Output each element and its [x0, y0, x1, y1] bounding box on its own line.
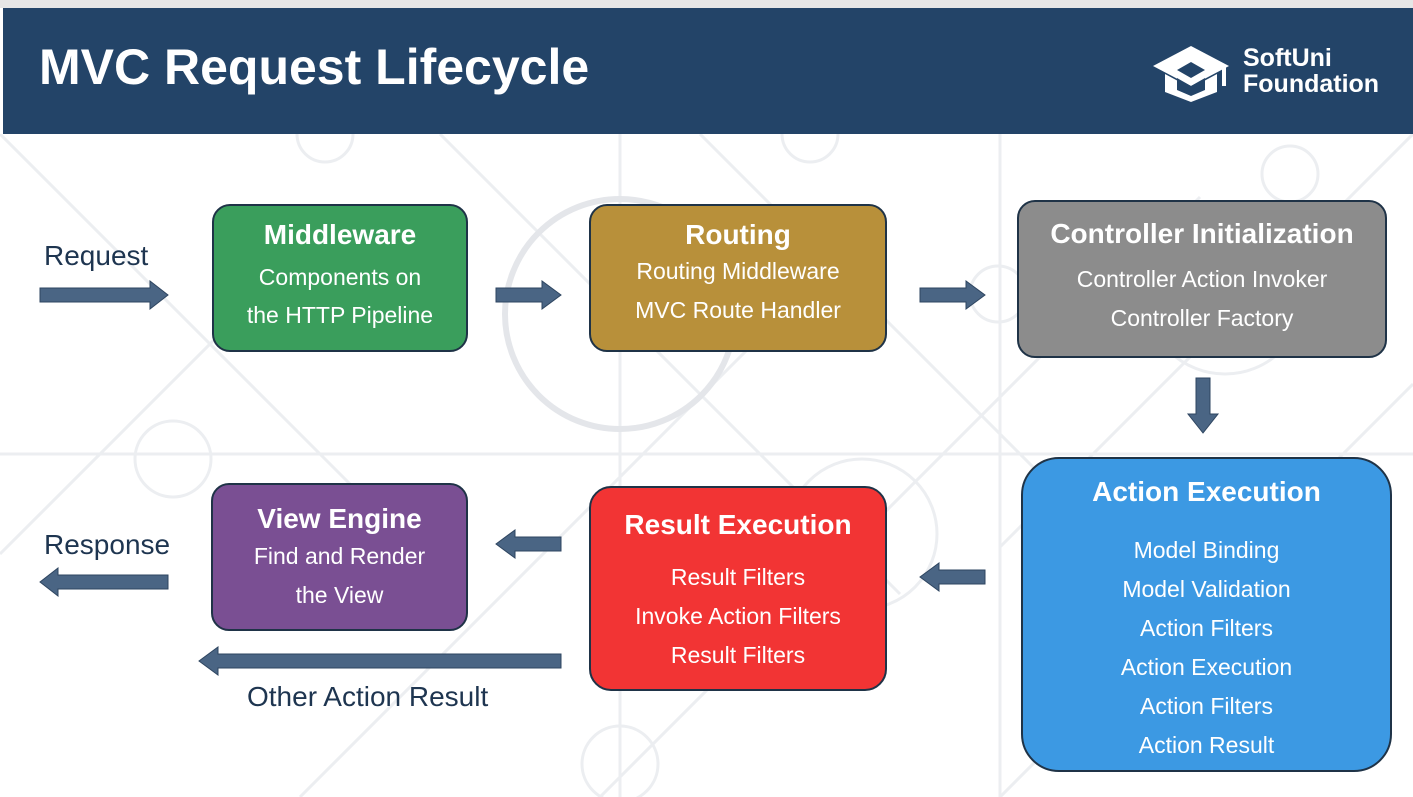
action-line: Model Validation: [1122, 576, 1291, 602]
view-engine-box: View Engine Find and Render the View: [211, 483, 468, 631]
action-line: Action Execution: [1120, 654, 1293, 680]
header-bar: MVC Request Lifecycle SoftUni Foundation: [3, 8, 1413, 134]
routing-line: Routing Middleware: [636, 258, 840, 284]
arrow-result-to-view: [495, 529, 562, 559]
action-line: Model Binding: [1133, 537, 1280, 563]
logo-text-line1: SoftUni: [1243, 44, 1332, 72]
result-line: Result Filters: [670, 642, 806, 668]
action-execution-box: Action Execution Model Binding Model Val…: [1021, 457, 1392, 772]
controller-title: Controller Initialization: [1050, 218, 1354, 249]
result-title: Result Execution: [624, 509, 852, 540]
action-title: Action Execution: [1092, 476, 1321, 507]
action-line: Action Filters: [1140, 693, 1273, 719]
controller-line: Controller Factory: [1110, 305, 1294, 331]
arrow-request-in: [39, 279, 169, 311]
arrow-routing-to-controller: [919, 280, 986, 310]
view-title: View Engine: [257, 503, 422, 534]
arrow-response-out: [39, 566, 169, 598]
other-action-result-label: Other Action Result: [247, 681, 489, 712]
page-title: MVC Request Lifecycle: [39, 39, 590, 95]
softuni-logo: SoftUni Foundation: [1149, 38, 1409, 108]
controller-initialization-box: Controller Initialization Controller Act…: [1017, 200, 1387, 358]
arrow-controller-to-action: [1186, 377, 1220, 434]
view-line: the View: [295, 582, 384, 608]
top-border: [0, 0, 1413, 8]
logo-text-line2: Foundation: [1243, 70, 1380, 98]
routing-line: MVC Route Handler: [635, 297, 841, 323]
response-label: Response: [44, 529, 171, 560]
result-execution-box: Result Execution Result Filters Invoke A…: [589, 486, 887, 691]
action-line: Action Filters: [1140, 615, 1273, 641]
arrow-middleware-to-routing: [495, 280, 562, 310]
view-line: Find and Render: [253, 543, 426, 569]
arrow-other-action-result: [198, 646, 562, 676]
routing-box: Routing Routing Middleware MVC Route Han…: [589, 204, 887, 352]
result-line: Result Filters: [670, 564, 806, 590]
routing-title: Routing: [685, 219, 791, 250]
arrow-action-to-result: [919, 562, 986, 592]
middleware-title: Middleware: [263, 219, 417, 250]
controller-line: Controller Action Invoker: [1076, 266, 1328, 292]
request-label: Request: [44, 240, 149, 271]
middleware-box: Middleware Components on the HTTP Pipeli…: [212, 204, 468, 352]
middleware-line: the HTTP Pipeline: [246, 302, 434, 328]
middleware-line: Components on: [258, 264, 422, 290]
result-line: Invoke Action Filters: [635, 603, 841, 629]
graduation-cap-icon: [1153, 46, 1229, 102]
action-line: Action Result: [1138, 732, 1275, 758]
